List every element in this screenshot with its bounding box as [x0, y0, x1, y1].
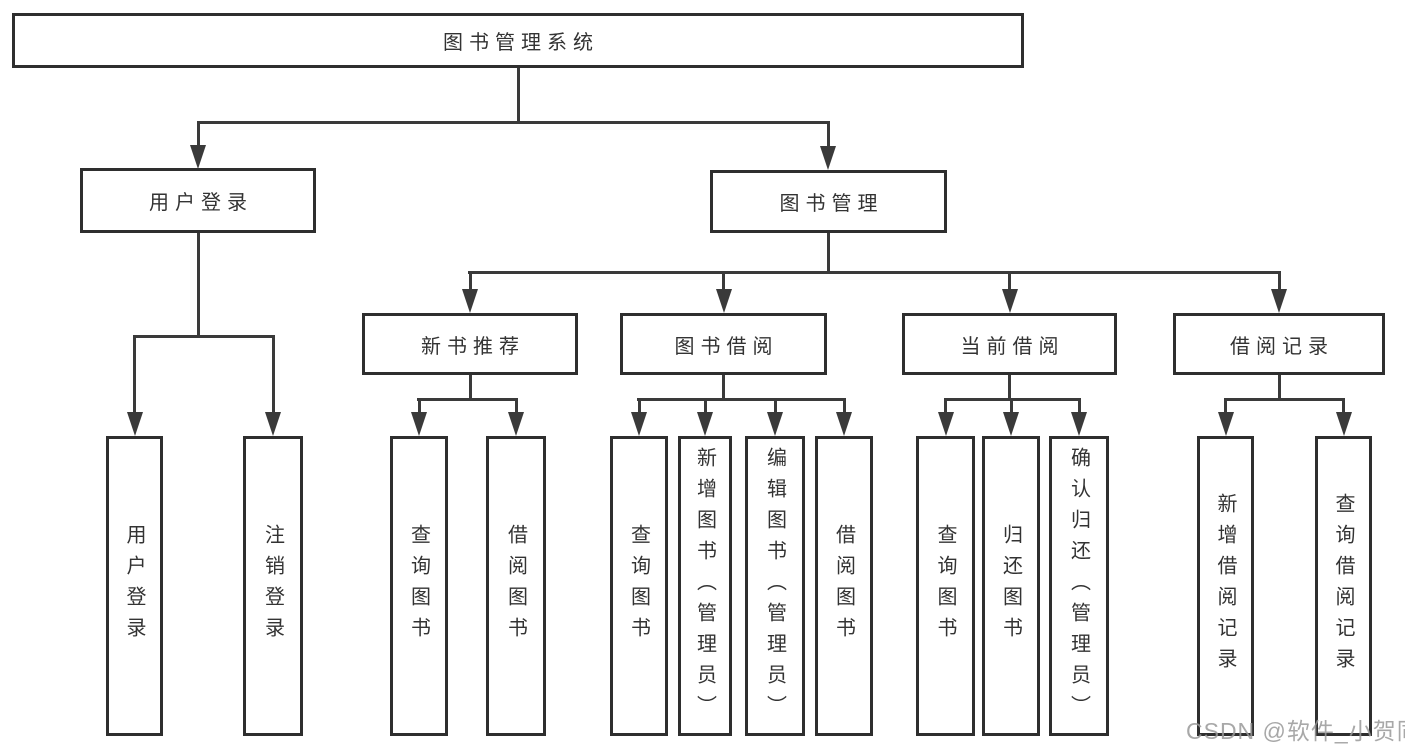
- arrow-down-icon: [767, 412, 783, 436]
- arrow-down-icon: [462, 289, 478, 313]
- edge-new-book-rec-stem: [469, 375, 472, 401]
- leaf-add-borrow-record: 新增借阅记录: [1197, 436, 1254, 736]
- edge-drop-l3: [1008, 274, 1011, 289]
- node-root: 图书管理系统: [12, 13, 1024, 68]
- edge-drop-l3: [722, 274, 725, 289]
- leaf-edit-books-admin: 编辑图书（管理员）: [745, 436, 805, 736]
- edge-drop-leaf: [944, 401, 947, 412]
- node-new-book-rec: 新书推荐: [362, 313, 578, 375]
- edge-book-mgmt-stem: [827, 233, 830, 274]
- edge-drop-book-mgmt: [827, 123, 830, 146]
- arrow-down-icon: [938, 412, 954, 436]
- leaf-borrow-books-rec: 借阅图书: [486, 436, 546, 736]
- arrow-down-icon: [190, 145, 206, 169]
- leaf-confirm-return-admin: 确认归还（管理员）: [1049, 436, 1109, 736]
- edge-drop-leaf: [1010, 401, 1013, 412]
- arrow-down-icon: [1336, 412, 1352, 436]
- edge-drop-leaf: [1224, 401, 1227, 412]
- leaf-edit-books-admin-label: 编辑图书（管理员）: [763, 446, 786, 726]
- leaf-query-books-rec: 查询图书: [390, 436, 448, 736]
- edge-drop-leaf: [418, 401, 421, 412]
- leaf-borrow-books: 借阅图书: [815, 436, 873, 736]
- arrow-down-icon: [411, 412, 427, 436]
- edge-borrow-records-stem: [1278, 375, 1281, 401]
- arrow-down-icon: [1002, 289, 1018, 313]
- arrow-down-icon: [508, 412, 524, 436]
- edge-drop-user-login: [197, 123, 200, 145]
- leaf-query-books-current-label: 查询图书: [934, 524, 956, 648]
- node-book-mgmt-branch-label: 图书管理: [779, 193, 884, 215]
- edge-current-borrow-stem: [1008, 375, 1011, 401]
- edge-drop-leaf: [1342, 401, 1345, 412]
- edge-drop-leaf: [843, 401, 846, 412]
- leaf-query-books-rec-label: 查询图书: [407, 524, 430, 648]
- leaf-query-books-borrow-label: 查询图书: [627, 524, 650, 648]
- node-borrow-records: 借阅记录: [1173, 313, 1385, 375]
- leaf-logout: 注销登录: [243, 436, 303, 736]
- leaf-add-books-admin-label: 新增图书（管理员）: [693, 446, 716, 726]
- arrow-down-icon: [820, 146, 836, 170]
- edge-user-login-rail: [133, 335, 275, 338]
- leaf-query-borrow-record-label: 查询借阅记录: [1332, 493, 1354, 679]
- edge-drop-leaf: [133, 338, 136, 412]
- node-user-login-branch: 用户登录: [80, 168, 316, 233]
- node-user-login-branch-label: 用户登录: [149, 192, 253, 214]
- node-current-borrow-label: 当前借阅: [960, 335, 1065, 358]
- edge-drop-leaf: [515, 401, 518, 412]
- edge-book-borrow-stem: [722, 375, 725, 401]
- leaf-borrow-books-label: 借阅图书: [832, 524, 855, 648]
- leaf-borrow-books-rec-label: 借阅图书: [504, 524, 527, 648]
- node-new-book-rec-label: 新书推荐: [421, 335, 525, 358]
- arrow-down-icon: [1071, 412, 1087, 436]
- edge-book-borrow-rail: [637, 398, 846, 401]
- leaf-confirm-return-admin-label: 确认归还（管理员）: [1067, 446, 1090, 726]
- edge-user-login-stem: [197, 233, 200, 338]
- node-book-borrow: 图书借阅: [620, 313, 827, 375]
- edge-drop-leaf: [638, 401, 641, 412]
- watermark: CSDN @软件_小贺同学: [1186, 718, 1405, 744]
- node-root-label: 图书管理系统: [443, 32, 599, 54]
- arrow-down-icon: [631, 412, 647, 436]
- edge-drop-leaf: [704, 401, 707, 412]
- edge-drop-leaf: [774, 401, 777, 412]
- arrow-down-icon: [1271, 289, 1287, 313]
- leaf-return-books: 归还图书: [982, 436, 1040, 736]
- arrow-down-icon: [1003, 412, 1019, 436]
- leaf-add-books-admin: 新增图书（管理员）: [678, 436, 732, 736]
- edge-root-rail: [197, 121, 830, 124]
- leaf-query-borrow-record: 查询借阅记录: [1315, 436, 1372, 736]
- leaf-query-books-current: 查询图书: [916, 436, 975, 736]
- arrow-down-icon: [836, 412, 852, 436]
- leaf-add-borrow-record-label: 新增借阅记录: [1214, 493, 1236, 679]
- arrow-down-icon: [1218, 412, 1234, 436]
- leaf-logout-label: 注销登录: [261, 524, 284, 648]
- node-current-borrow: 当前借阅: [902, 313, 1117, 375]
- edge-new-book-rec-rail: [417, 398, 518, 401]
- edge-drop-l3: [1278, 274, 1281, 289]
- edge-current-borrow-rail: [944, 398, 1081, 401]
- node-book-mgmt-branch: 图书管理: [710, 170, 947, 233]
- edge-level3-rail: [468, 271, 1281, 274]
- leaf-user-login: 用户登录: [106, 436, 163, 736]
- node-book-borrow-label: 图书借阅: [674, 335, 779, 358]
- node-borrow-records-label: 借阅记录: [1230, 335, 1334, 358]
- arrow-down-icon: [127, 412, 143, 436]
- leaf-query-books-borrow: 查询图书: [610, 436, 668, 736]
- edge-drop-leaf: [272, 338, 275, 412]
- leaf-user-login-label: 用户登录: [123, 524, 145, 648]
- arrow-down-icon: [697, 412, 713, 436]
- arrow-down-icon: [716, 289, 732, 313]
- edge-drop-l3: [469, 274, 472, 289]
- leaf-return-books-label: 归还图书: [999, 524, 1022, 648]
- edge-borrow-records-rail: [1224, 398, 1345, 401]
- edge-drop-leaf: [1078, 401, 1081, 412]
- arrow-down-icon: [265, 412, 281, 436]
- edge-root-stem: [517, 68, 520, 124]
